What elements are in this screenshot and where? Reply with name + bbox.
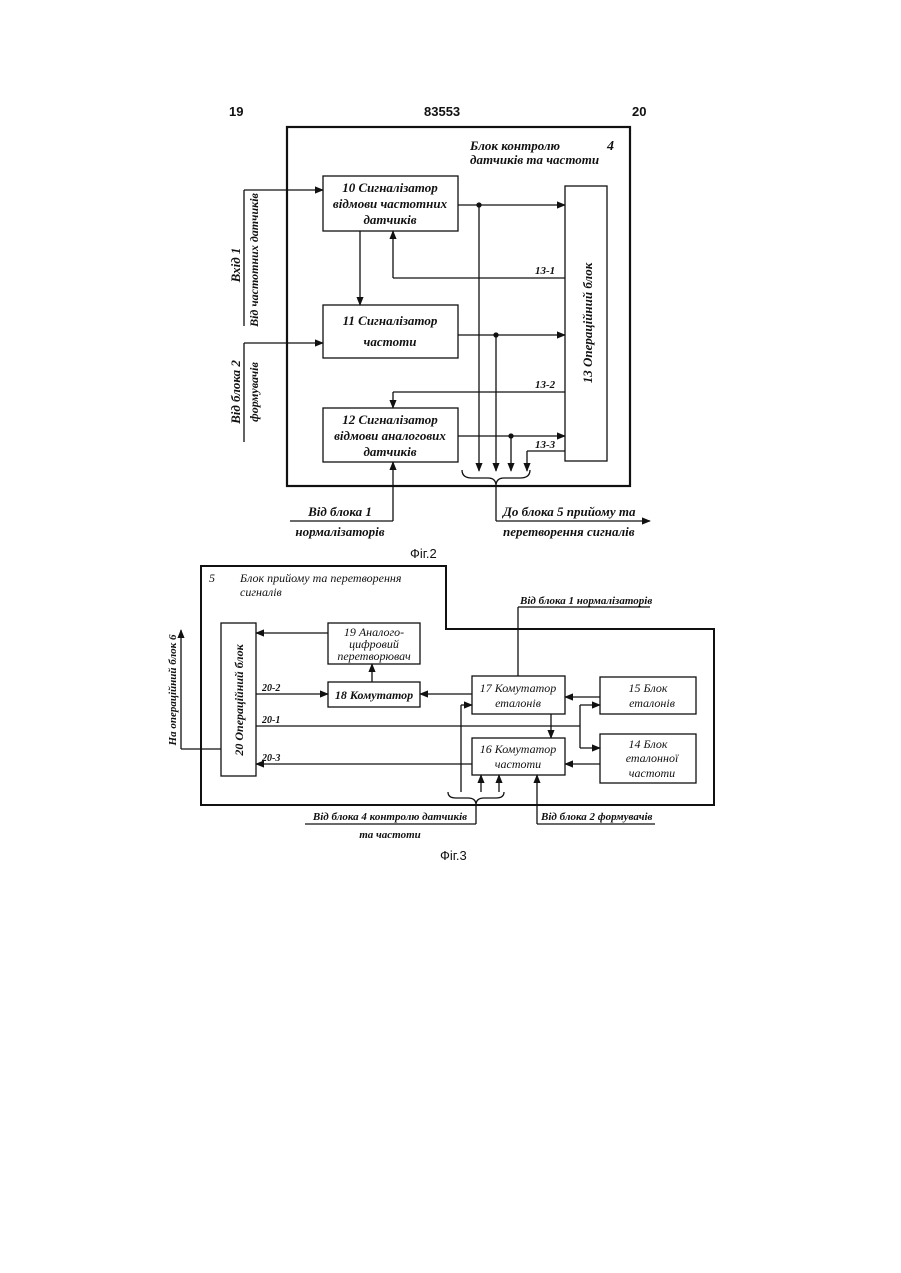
- block12-label: 12 Сигналізатор: [342, 412, 438, 427]
- block17-label: 17 Комутатор: [480, 681, 557, 695]
- line-13-3-label: 13-3: [535, 439, 556, 451]
- bottom-left-input-label: Від блока 4 контролю датчиків: [312, 811, 467, 823]
- bottom-input-label: Від блока 1: [307, 504, 372, 519]
- bottom-output-label: До блока 5 прийому та: [502, 504, 636, 519]
- block14-label: 14 Блок: [628, 737, 667, 751]
- bottom-output-label-2: перетворення сигналів: [503, 524, 635, 539]
- fig2-outer-title-2: датчиків та частоти: [470, 152, 599, 167]
- block15-label: еталонів: [629, 696, 675, 710]
- line-20-3-label: 20-3: [261, 753, 280, 764]
- block15-label: 15 Блок: [628, 681, 667, 695]
- block10-label: 10 Сигналізатор: [342, 180, 438, 195]
- bottom-left-input-label-2: та частоти: [359, 829, 421, 841]
- line-13-1-label: 13-1: [535, 265, 555, 277]
- fig2-outer-title: Блок контролю: [469, 138, 561, 153]
- line-13-2-label: 13-2: [535, 379, 556, 391]
- input2-label: Від блока 2: [228, 360, 243, 425]
- block17-label: еталонів: [495, 696, 541, 710]
- fig3-outer-title-2: сигналів: [240, 585, 282, 599]
- left-output-label: На операційний блок 6: [167, 634, 179, 746]
- input1-source-label: Від частотних датчиків: [247, 192, 261, 327]
- block18-label: 18 Комутатор: [335, 688, 413, 702]
- block16-label: частоти: [495, 757, 541, 771]
- bottom-input-label-2: нормалізаторів: [295, 524, 384, 539]
- bottom-right-input-label: Від блока 2 формувачів: [540, 811, 653, 823]
- block10-label: датчиків: [363, 212, 416, 227]
- fig3-caption: Фіг.3: [440, 848, 467, 863]
- block20-label: 20 Операційний блок: [232, 643, 246, 756]
- fig3-top-input-label: Від блока 1 нормалізаторів: [519, 595, 652, 607]
- block11-label: частоти: [364, 334, 417, 349]
- fig3-labels: 5 Блок прийому та перетворення сигналів …: [167, 571, 679, 841]
- block13-label: 13 Операційний блок: [580, 262, 595, 383]
- input1-label: Вхід 1: [228, 248, 243, 284]
- line-20-2-label: 20-2: [261, 683, 280, 694]
- fig2-labels: Блок контролю датчиків та частоти 4 10 С…: [228, 138, 636, 539]
- block12-label: датчиків: [363, 444, 416, 459]
- block11-label: 11 Сигналізатор: [343, 313, 438, 328]
- fig3-outer-number: 5: [209, 571, 215, 585]
- block12-label: відмови аналогових: [334, 428, 446, 443]
- block19-label: перетворювач: [337, 649, 411, 663]
- input2-source-label: формувачів: [247, 362, 261, 422]
- fig2-outer-number: 4: [606, 139, 614, 154]
- block14-label: частоти: [629, 766, 675, 780]
- block16-label: 16 Комутатор: [480, 742, 557, 756]
- fig2-caption: Фіг.2: [410, 546, 437, 561]
- line-20-1-label: 20-1: [261, 715, 280, 726]
- fig3-outer-title: Блок прийому та перетворення: [239, 571, 402, 585]
- block10-label: відмови частотних: [333, 196, 448, 211]
- block14-label: еталонної: [626, 751, 679, 765]
